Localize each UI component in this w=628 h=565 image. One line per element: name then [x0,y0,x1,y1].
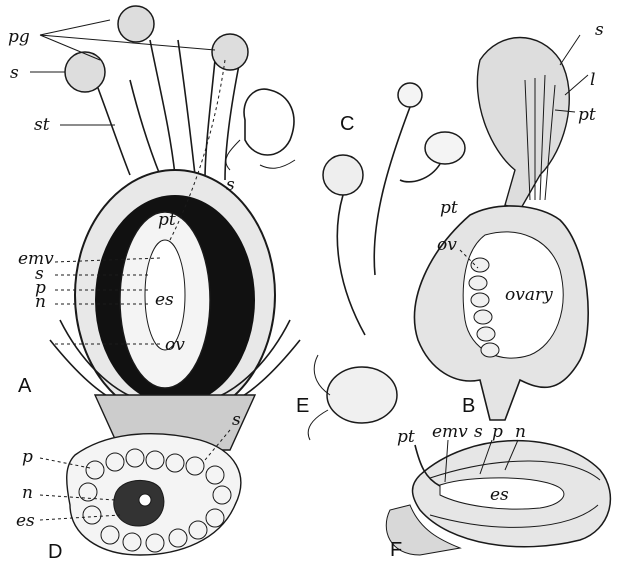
label-f-emv: emv [432,422,468,442]
embryo-sac-d [114,480,164,526]
label-a-ov: ov [165,335,185,355]
panel-b: s l pt pt ov ovary B [415,20,604,420]
caption-f: F [390,539,402,561]
stigma-a3 [212,34,248,70]
label-d-n: n [22,483,33,503]
pollen-tube-c3 [400,164,440,182]
label-a-es: es [155,290,174,310]
label-f-p: p [492,422,503,442]
label-d-es: es [16,511,35,531]
panel-e: E [296,355,397,440]
label-b-pt2: pt [440,198,458,218]
label-b-s: s [595,20,604,40]
label-b-ov: ov [437,235,457,255]
panel-f: pt emv s p n es F [386,422,610,561]
pollen-tube-c1 [337,195,365,335]
pollen-grain-c2 [398,83,422,107]
caption-e: E [296,395,309,417]
label-b-l: l [590,70,595,90]
label-b-ovary: ovary [505,285,553,305]
label-f-s: s [474,422,483,442]
stigma-a2 [118,6,154,42]
ovule-e [327,367,397,423]
label-c-s: s [226,175,235,195]
label-b-pt: pt [578,105,596,125]
ovule-sketch-a: s [226,89,295,195]
pollen-grain-c3 [425,132,465,164]
stigma-b [477,38,569,211]
label-a-pt: pt [158,210,176,230]
pollen-grain-c1 [323,155,363,195]
stigma-a1 [65,52,105,92]
caption-b: B [462,395,475,417]
label-f-pt: pt [397,427,415,447]
label-f-es: es [490,485,509,505]
label-a-st: st [34,115,50,135]
caption-c: C [340,113,354,135]
label-a-s: s [10,63,19,83]
panel-a: pg s st pt emv s p n es ov A [8,6,300,450]
label-d-s: s [232,410,241,430]
label-f-n: n [515,422,526,442]
label-d-p: p [22,447,33,467]
caption-a: A [18,375,32,397]
label-a-pg: pg [8,27,30,47]
caption-d: D [48,541,62,563]
label-a-n: n [35,292,46,312]
pollen-tube-c2 [374,107,410,275]
